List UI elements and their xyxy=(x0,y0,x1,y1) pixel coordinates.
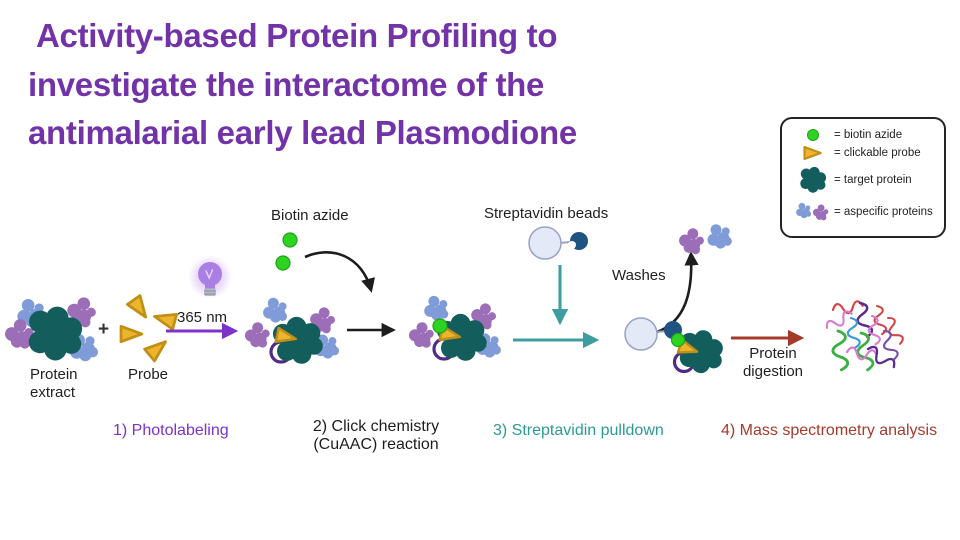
legend-item-label: = target protein xyxy=(834,173,912,186)
biotin-azide-dot xyxy=(670,332,686,348)
aspecific-protein-blob xyxy=(406,319,436,350)
probe-triangle xyxy=(126,294,154,323)
peptide-squiggle xyxy=(867,314,881,346)
uv-lamp-icon xyxy=(188,255,232,299)
biotin-azide-dot xyxy=(275,255,291,271)
protein-extract-label: Protein extract xyxy=(30,366,78,401)
biotin-add-arrow xyxy=(304,251,375,293)
bead-circle xyxy=(624,317,658,351)
legend-item-label: = aspecific proteins xyxy=(834,205,933,218)
legend-item: = clickable probe xyxy=(792,144,940,162)
peptide-squiggle xyxy=(825,310,853,330)
bead-circle xyxy=(528,226,562,260)
washed-proteins xyxy=(675,221,734,257)
probe-triangle xyxy=(151,307,178,331)
streptavidin-bead xyxy=(528,226,588,260)
protein-digestion-label: Protein digestion xyxy=(742,345,804,380)
step-2-label: 2) Click chemistry (CuAAC) reaction xyxy=(312,418,440,454)
peptide-squiggle xyxy=(873,304,888,336)
aspecific-protein-blob xyxy=(261,296,288,324)
pulldown-complex xyxy=(624,317,727,377)
legend-item-label: = biotin azide xyxy=(834,129,903,142)
step-1-label: 1) Photolabeling xyxy=(113,422,229,439)
peptide-squiggle xyxy=(831,300,864,315)
step-3-label: 3) Streptavidin pulldown xyxy=(493,422,664,439)
legend-item: = target protein xyxy=(792,164,940,195)
aspecific-protein-blob xyxy=(703,221,734,252)
probe-triangle xyxy=(143,334,172,363)
wavelength-label: 365 nm xyxy=(177,309,228,326)
legend-item: = aspecific proteins xyxy=(792,197,940,227)
aspecific-protein-blob xyxy=(242,320,272,350)
legend-item: = biotin azide xyxy=(792,128,940,142)
biotin-azide-label: Biotin azide xyxy=(271,207,349,224)
washes-arrow xyxy=(656,251,699,334)
biotin-azide-dot xyxy=(432,318,448,334)
biotin-azide-dots xyxy=(275,232,298,271)
plus-sign: + xyxy=(98,319,110,340)
washes-label: Washes xyxy=(612,267,666,284)
peptide-squiggle xyxy=(866,345,896,369)
legend-box: = biotin azide = clickable probe = targe… xyxy=(780,117,946,238)
peptide-squiggle xyxy=(846,316,861,349)
peptide-squiggle xyxy=(882,329,899,361)
protein-extract-cluster xyxy=(2,292,101,366)
streptavidin-bite xyxy=(568,241,576,249)
probe-triangles xyxy=(119,294,178,363)
slide-title: Activity-based Protein Profiling to inve… xyxy=(28,17,577,151)
aspecific-protein-blob xyxy=(675,224,707,257)
clicked-cluster xyxy=(406,294,503,364)
aspecific-protein-blob xyxy=(422,294,450,323)
biotin-azide-dot xyxy=(282,232,298,248)
streptavidin-beads-label: Streptavidin beads xyxy=(484,205,609,222)
legend-item-label: = clickable probe xyxy=(834,147,921,160)
probe-triangle xyxy=(119,324,144,344)
probe-label: Probe xyxy=(128,366,169,383)
step-4-label: 4) Mass spectrometry analysis xyxy=(721,422,938,439)
biotin-azide-dot-icon xyxy=(792,128,834,142)
photolabeled-cluster xyxy=(242,296,342,367)
peptide-squiggles xyxy=(825,300,904,372)
peptide-squiggle xyxy=(831,329,850,372)
peptide-squiggle xyxy=(845,346,878,361)
